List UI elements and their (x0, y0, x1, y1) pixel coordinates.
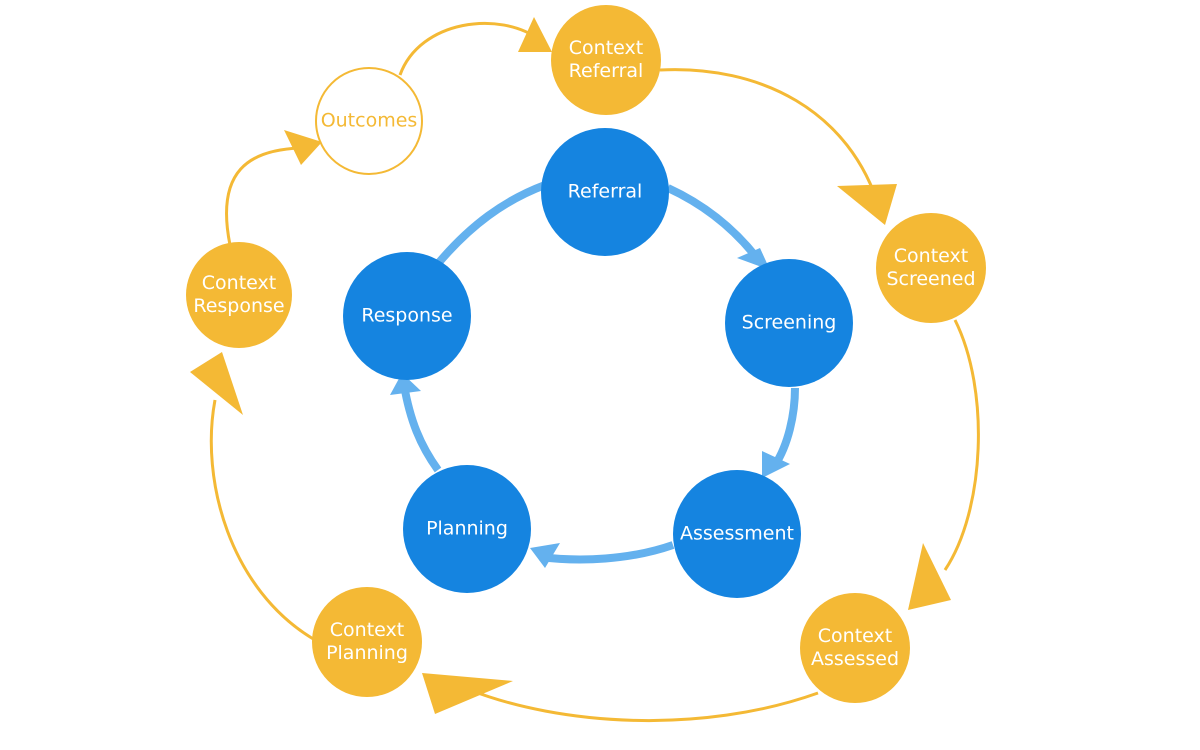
node-circle (186, 242, 292, 348)
arrowhead-context-referral (518, 17, 552, 52)
node-label: Screening (742, 312, 837, 334)
node-label: Response (361, 305, 452, 327)
arrowhead-response (390, 373, 421, 395)
edge-planning-to-response (400, 384, 442, 473)
node-label-line: Referral (569, 60, 644, 82)
arrowhead-screening (737, 248, 770, 270)
edge-context-referral-to-context-screened (659, 68, 882, 211)
node-label-line: Outcomes (321, 110, 418, 132)
node-circle (315, 67, 423, 175)
outer-node-outcomes: Outcomes (315, 67, 423, 175)
edge-screening-to-assessment (771, 387, 799, 468)
inner-node-screening: Screening (725, 259, 853, 387)
node-circle (403, 465, 531, 593)
arrowhead-context-assessed (908, 543, 951, 610)
outer-cycle-nodes: ContextReferralContextScreenedContextAss… (186, 5, 986, 703)
edge-context-screened-to-context-assessed (943, 319, 980, 571)
node-label-line: Assessed (811, 648, 899, 670)
edge-context-response-to-outcomes (225, 146, 301, 246)
node-label: Planning (426, 518, 508, 540)
node-label-line: Context (202, 272, 276, 294)
node-circle (541, 128, 669, 256)
node-label-line: Context (330, 619, 404, 641)
arrowhead-outcomes (284, 130, 322, 165)
arrowhead-context-response (190, 352, 243, 415)
node-label-line: Context (569, 37, 643, 59)
node-label-line: Planning (326, 642, 408, 664)
inner-node-response: Response (343, 252, 471, 380)
node-circle (800, 593, 910, 703)
node-circle (312, 587, 422, 697)
node-circle (725, 259, 853, 387)
node-circle (673, 470, 801, 598)
edge-context-planning-to-context-response (209, 399, 316, 642)
node-circle (343, 252, 471, 380)
arrowhead-planning (530, 543, 560, 568)
inner-node-planning: Planning (403, 465, 531, 593)
node-label-line: Context (894, 245, 968, 267)
inner-node-referral: Referral (541, 128, 669, 256)
node-circle (876, 213, 986, 323)
node-label-line: Screened (886, 268, 975, 290)
inner-node-assessment: Assessment (673, 470, 801, 598)
outer-cycle-connectors (190, 17, 980, 723)
edge-referral-to-screening (666, 184, 761, 261)
node-label: Referral (568, 181, 643, 203)
node-label: Assessment (680, 523, 794, 545)
node-label-line: Context (818, 625, 892, 647)
inner-cycle-connectors (390, 181, 799, 568)
edge-response-to-referral (432, 181, 547, 269)
edge-outcomes-to-context-referral (398, 21, 541, 76)
edge-context-assessed-to-context-planning (469, 688, 819, 723)
arrowhead-assessment (762, 451, 790, 478)
edge-assessment-to-planning (539, 541, 675, 564)
arrowhead-context-planning (422, 673, 513, 714)
arrowhead-context-screened (837, 184, 897, 225)
node-circle (551, 5, 661, 115)
node-label-line: Response (193, 295, 284, 317)
